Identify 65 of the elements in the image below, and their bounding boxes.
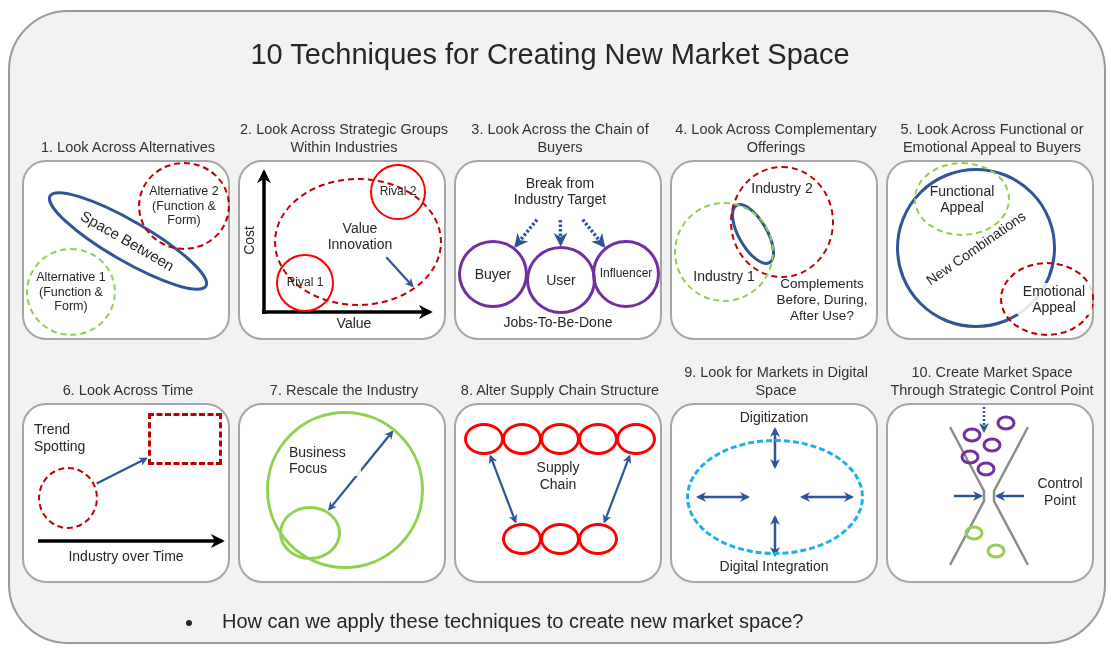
dashed-rectangle — [148, 413, 222, 465]
circle — [578, 423, 618, 455]
diagram-label: Control Point — [1036, 475, 1084, 509]
circle — [502, 523, 542, 555]
panel-heading: 8. Alter Supply Chain Structure — [459, 381, 661, 399]
text-block-label: Value Innovation — [326, 219, 394, 253]
dotted-arrow — [581, 218, 606, 248]
shape-label: Business Focus — [287, 444, 361, 477]
axis-label: Value — [335, 315, 373, 332]
axis-label: Industry over Time — [67, 548, 185, 565]
circle — [616, 423, 656, 455]
arrow — [385, 256, 414, 288]
shape-label: Functional Appeal — [928, 182, 995, 215]
circle — [592, 240, 660, 308]
panel-heading: 5. Look Across Functional or Emotional Appeal to Buyers — [899, 121, 1085, 156]
dotted-arrow — [553, 220, 568, 247]
panel-heading: 4. Look Across Complementary Offerings — [674, 121, 878, 156]
dashed-ellipse — [686, 439, 864, 555]
shape-label: Influencer — [599, 267, 653, 281]
shape-label: Buyer — [474, 265, 512, 283]
shape-label: User — [546, 271, 576, 289]
circle — [266, 411, 424, 569]
shape-label: Rival 2 — [379, 185, 417, 199]
circle — [458, 240, 528, 308]
slide-title: 10 Techniques for Creating New Market Space — [249, 38, 851, 71]
double-arrow — [328, 430, 394, 511]
panel-heading: 2. Look Across Strategic Groups Within Industries — [239, 121, 449, 156]
circle — [540, 523, 580, 555]
shape-label: Alternative 1 (Function & Form) — [35, 270, 107, 314]
shape-label: Industry 2 — [751, 179, 813, 197]
circle — [578, 523, 618, 555]
shape-label: Emotional Appeal — [1016, 282, 1092, 316]
panel-heading: 1. Look Across Alternatives — [39, 138, 217, 156]
panel-heading: 10. Create Market Space Through Strategic Control Point — [889, 364, 1095, 399]
circle — [276, 254, 334, 312]
shape-label: Rival 1 — [286, 276, 324, 290]
text-block-label: Break from Industry Target — [512, 174, 608, 208]
circle — [540, 423, 580, 455]
circle — [526, 246, 596, 314]
panel-heading: 6. Look Across Time — [61, 381, 195, 399]
diagram-label: Trend Spotting — [34, 421, 87, 455]
node-caption: Digital Integration — [718, 558, 830, 575]
node-caption: Digitization — [738, 409, 810, 426]
shape-label: Alternative 2 (Function & Form) — [148, 184, 220, 228]
diagram-label: Complements Before, During, After Use? — [775, 276, 869, 325]
dotted-arrow — [514, 218, 539, 248]
diagram-label: Supply Chain — [535, 459, 581, 493]
caption-text: How can we apply these techniques to create new market space? — [222, 610, 804, 633]
circle — [502, 423, 542, 455]
double-arrow — [488, 454, 518, 524]
circle — [279, 506, 341, 560]
shape-label: Industry 1 — [693, 267, 755, 286]
arrow — [96, 457, 148, 485]
panel-heading: 3. Look Across the Chain of Buyers — [470, 121, 650, 156]
diagram-label: Jobs-To-Be-Done — [502, 314, 614, 331]
circle — [370, 164, 426, 220]
panel-heading: 9. Look for Markets in Digital Space — [683, 364, 869, 399]
dashed-ellipse — [274, 178, 442, 306]
double-arrow — [602, 454, 632, 524]
circle — [464, 423, 504, 455]
dashed-circle — [674, 202, 774, 302]
axis-label: Cost — [240, 225, 258, 257]
panel-heading: 7. Rescale the Industry — [268, 381, 420, 399]
dashed-circle — [26, 248, 116, 336]
dashed-circle — [38, 467, 98, 529]
